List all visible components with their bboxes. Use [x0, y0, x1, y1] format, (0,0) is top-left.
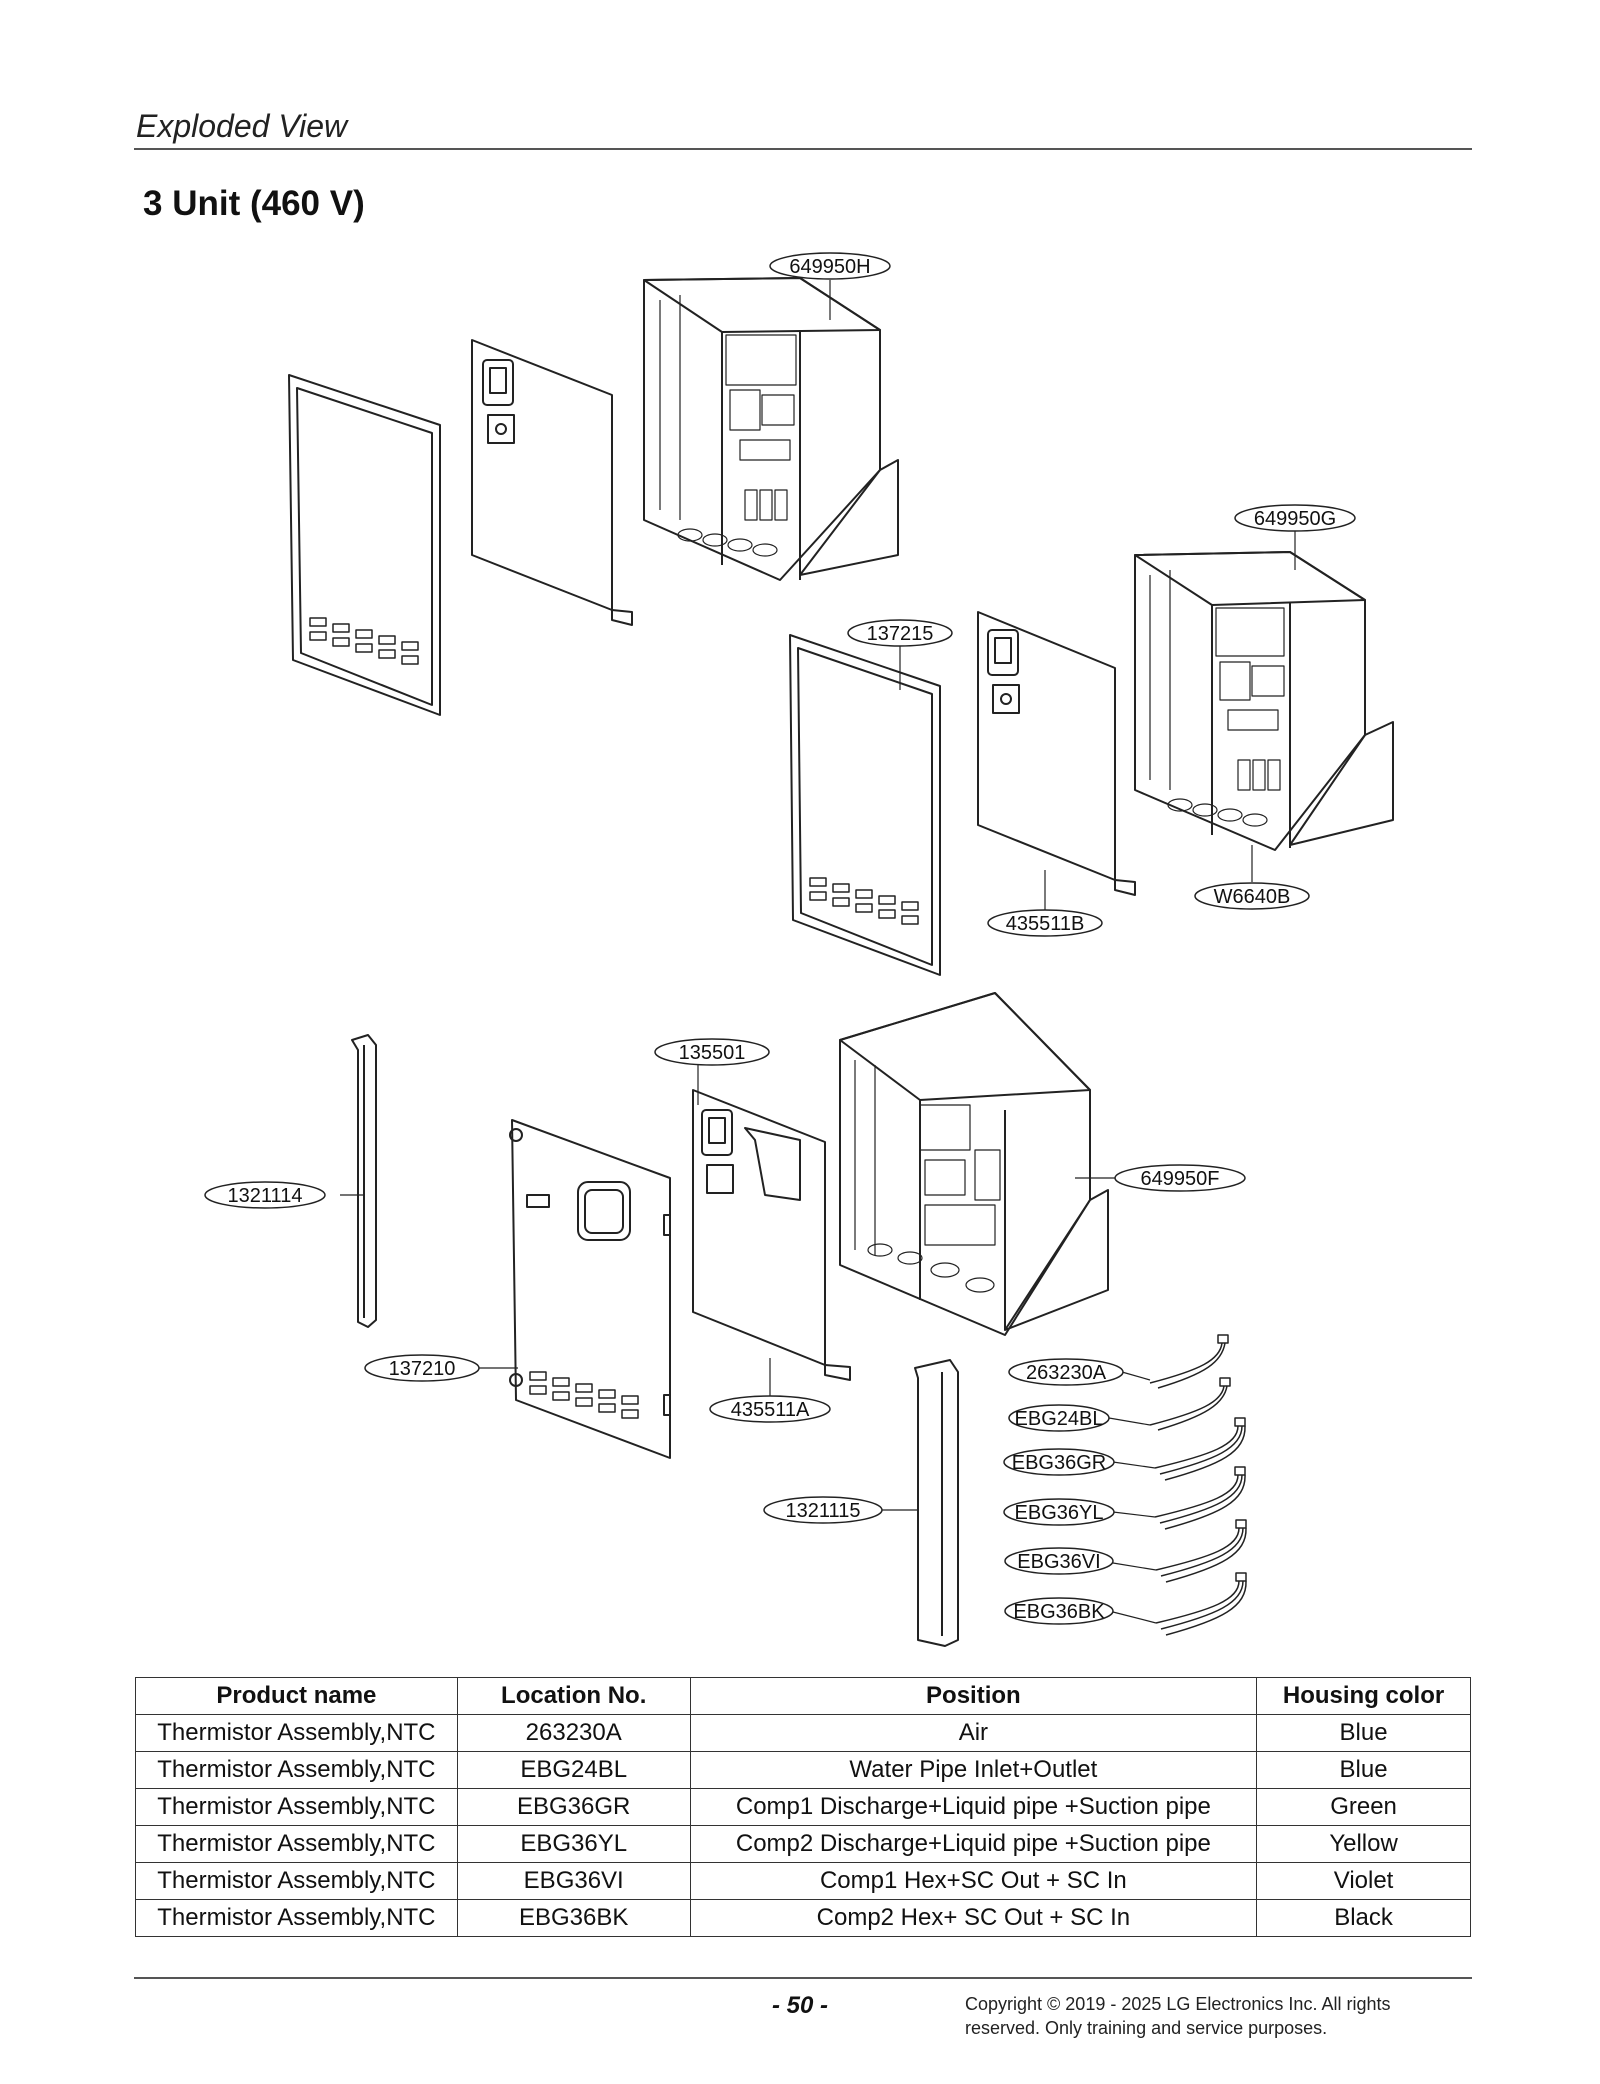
unit1-front-panel: [288, 374, 441, 716]
callout-EBG24BL: EBG24BL: [1015, 1408, 1104, 1430]
section-label: Exploded View: [136, 108, 348, 144]
housing-color-cell: Blue: [1256, 1751, 1471, 1789]
callout-649950F: 649950F: [1141, 1168, 1220, 1190]
copyright-line: Copyright © 2019 - 2025 LG Electronics I…: [965, 1994, 1391, 2014]
column-header: Position: [689, 1677, 1258, 1715]
housing-color-cell: Violet: [1256, 1862, 1471, 1900]
unit3-front-panel-door: [509, 1119, 671, 1459]
column-header: Product name: [135, 1677, 458, 1715]
position-cell: Comp2 Hex+ SC Out + SC In: [689, 1899, 1258, 1937]
copyright-line: reserved. Only training and service purp…: [965, 2018, 1328, 2038]
location-no-cell: EBG24BL: [456, 1751, 691, 1789]
callout-labels: 649950H 649950G 137215 W6640B 435511B 13…: [228, 256, 1337, 1623]
leader-lines: [340, 280, 1296, 1624]
callout-649950G: 649950G: [1254, 508, 1336, 530]
callout-EBG36YL: EBG36YL: [1015, 1502, 1104, 1524]
product-name-cell: Thermistor Assembly,NTC: [135, 1714, 458, 1752]
callout-EBG36VI: EBG36VI: [1017, 1551, 1100, 1573]
copyright-notice: Copyright © 2019 - 2025 LG Electronics I…: [965, 1992, 1465, 2040]
product-name-cell: Thermistor Assembly,NTC: [135, 1825, 458, 1863]
column-header: Housing color: [1256, 1677, 1471, 1715]
location-no-cell: 263230A: [456, 1714, 691, 1752]
table-row: Thermistor Assembly,NTC 263230A Air Blue: [135, 1714, 1471, 1752]
table-row: Thermistor Assembly,NTC EBG36GR Comp1 Di…: [135, 1788, 1471, 1826]
callout-ellipses: [204, 252, 1356, 1625]
callout-EBG36BK: EBG36BK: [1013, 1601, 1105, 1623]
callout-W6640B: W6640B: [1214, 886, 1291, 908]
position-cell: Comp1 Discharge+Liquid pipe +Suction pip…: [689, 1788, 1258, 1826]
table-row: Thermistor Assembly,NTC EBG24BL Water Pi…: [135, 1751, 1471, 1789]
unit1-control-panel: [471, 339, 633, 626]
table-header-row: Product name Location No. Position Housi…: [135, 1677, 1471, 1715]
position-cell: Comp2 Discharge+Liquid pipe +Suction pip…: [689, 1825, 1258, 1863]
housing-color-cell: Green: [1256, 1788, 1471, 1826]
housing-color-cell: Blue: [1256, 1714, 1471, 1752]
position-cell: Water Pipe Inlet+Outlet: [689, 1751, 1258, 1789]
location-no-cell: EBG36BK: [456, 1899, 691, 1937]
housing-color-cell: Black: [1256, 1899, 1471, 1937]
right-side-bracket: [914, 1359, 959, 1647]
callout-137210: 137210: [389, 1358, 456, 1380]
callout-649950H: 649950H: [789, 256, 870, 278]
product-name-cell: Thermistor Assembly,NTC: [135, 1788, 458, 1826]
unit2-control-panel: [977, 611, 1136, 896]
page-number: - 50 -: [772, 1992, 829, 2019]
position-cell: Air: [689, 1714, 1258, 1752]
callout-1321114: 1321114: [228, 1185, 303, 1207]
callout-263230A: 263230A: [1026, 1362, 1107, 1384]
thermistor-EBG36BK: [1155, 1572, 1247, 1636]
callout-435511B: 435511B: [1006, 913, 1085, 935]
thermistor-parts-table: Product name Location No. Position Housi…: [135, 1677, 1471, 1937]
unit3-control-panel: [692, 1089, 851, 1381]
exploded-view-diagram: 649950H 649950G 137215 W6640B 435511B 13…: [204, 252, 1394, 1647]
unit3-cabinet: [839, 992, 1109, 1336]
thermistor-assemblies: [1149, 1334, 1247, 1636]
callout-1321115: 1321115: [786, 1500, 861, 1522]
callout-135501: 135501: [679, 1042, 746, 1064]
thermistor-263230A: [1149, 1334, 1229, 1389]
location-no-cell: EBG36YL: [456, 1825, 691, 1863]
column-header: Location No.: [456, 1677, 691, 1715]
location-no-cell: EBG36GR: [456, 1788, 691, 1826]
thermistor-EBG36VI: [1155, 1519, 1247, 1583]
callout-435511A: 435511A: [731, 1399, 810, 1421]
unit2-cabinet: [1134, 551, 1394, 851]
table-row: Thermistor Assembly,NTC EBG36VI Comp1 He…: [135, 1862, 1471, 1900]
unit2-front-panel: [789, 634, 941, 976]
callout-EBG36GR: EBG36GR: [1012, 1452, 1106, 1474]
position-cell: Comp1 Hex+SC Out + SC In: [689, 1862, 1258, 1900]
thermistor-EBG36GR: [1154, 1417, 1246, 1481]
product-name-cell: Thermistor Assembly,NTC: [135, 1751, 458, 1789]
product-name-cell: Thermistor Assembly,NTC: [135, 1862, 458, 1900]
thermistor-EBG36YL: [1154, 1466, 1246, 1530]
callout-137215: 137215: [867, 623, 934, 645]
unit1-cabinet: [643, 277, 899, 581]
left-side-bracket: [351, 1034, 377, 1328]
housing-color-cell: Yellow: [1256, 1825, 1471, 1863]
page-title: 3 Unit (460 V): [143, 184, 365, 223]
bottom-divider: [134, 1977, 1472, 1979]
product-name-cell: Thermistor Assembly,NTC: [135, 1899, 458, 1937]
table-row: Thermistor Assembly,NTC EBG36BK Comp2 He…: [135, 1899, 1471, 1937]
thermistor-EBG24BL: [1149, 1377, 1231, 1431]
table-row: Thermistor Assembly,NTC EBG36YL Comp2 Di…: [135, 1825, 1471, 1863]
location-no-cell: EBG36VI: [456, 1862, 691, 1900]
top-divider: [134, 148, 1472, 150]
